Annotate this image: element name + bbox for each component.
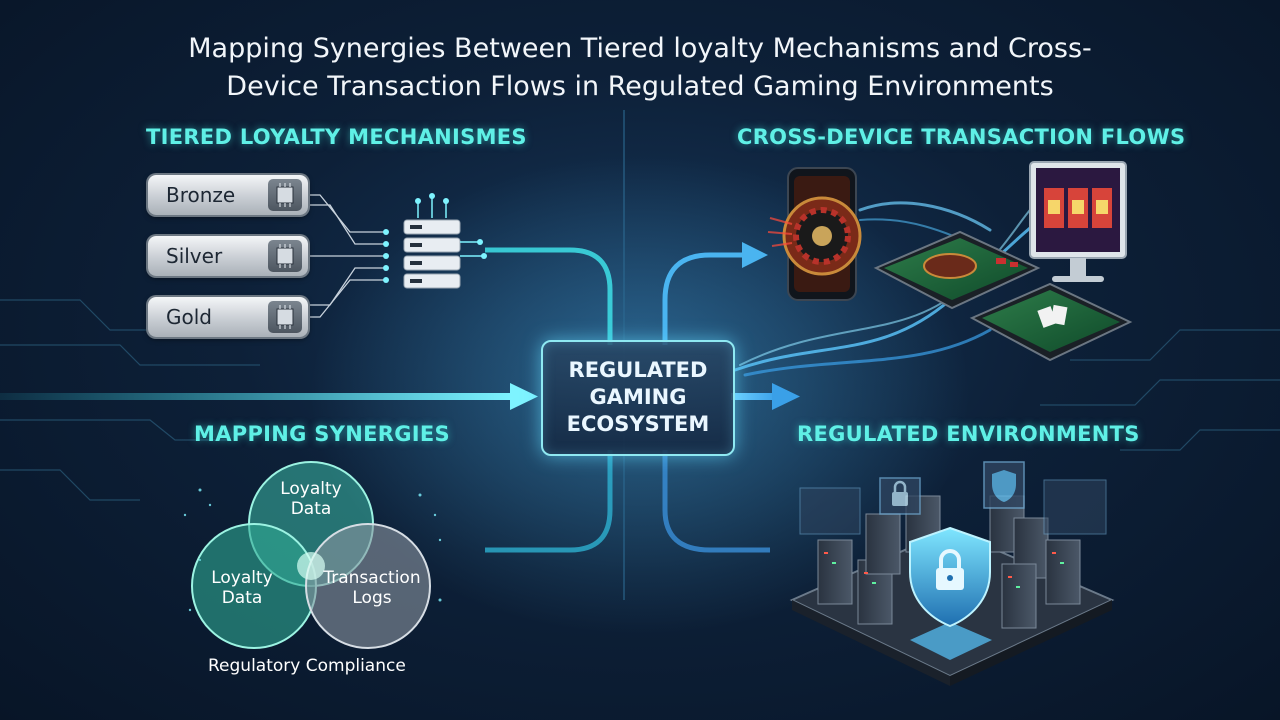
padlock-icon	[879, 477, 921, 515]
title-line-2: Device Transaction Flows in Regulated Ga…	[226, 71, 1054, 102]
venn-circle-right	[305, 523, 431, 649]
venn-label-left: Loyalty Data	[192, 568, 292, 608]
server-racks	[817, 495, 1081, 629]
flow-to-regulated	[662, 450, 770, 553]
section-tiered-loyalty: TIERED LOYALTY MECHANISMES	[146, 125, 527, 149]
glow-pad	[910, 622, 992, 660]
shield-icon-small	[983, 461, 1025, 509]
chip-icon	[268, 301, 302, 333]
tier-gold-label: Gold	[166, 305, 212, 329]
venn-top-line-1: Loyalty	[280, 479, 342, 499]
data-panels	[799, 479, 1107, 535]
flow-from-loyalty	[485, 247, 613, 345]
smartphone-icon	[767, 167, 862, 301]
arrow-head-right	[772, 383, 800, 410]
tier-silver: Silver	[148, 236, 308, 276]
chip-icon	[268, 240, 302, 272]
section-mapping-synergies: MAPPING SYNERGIES	[194, 422, 450, 446]
arrow-head-devices	[742, 242, 768, 268]
shield-lock-icon	[909, 526, 991, 628]
central-ecosystem-node: REGULATED GAMING ECOSYSTEM	[541, 340, 735, 456]
section-regulated-environments: REGULATED ENVIRONMENTS	[797, 422, 1140, 446]
center-line-1: REGULATED	[568, 358, 708, 382]
venn-right-line-1: Transaction	[323, 568, 421, 588]
tablet-poker-icon	[969, 282, 1133, 362]
sparkle-dots	[183, 488, 442, 612]
circuit-lines-right	[1040, 329, 1280, 451]
arrow-head-left	[510, 383, 538, 410]
tier-bronze-label: Bronze	[166, 183, 236, 207]
venn-caption: Regulatory Compliance	[208, 656, 406, 676]
venn-left-line-2: Data	[221, 588, 263, 608]
tier-gold: Gold	[148, 297, 308, 337]
venn-left-line-1: Loyalty	[211, 568, 273, 588]
center-line-2: GAMING	[589, 385, 687, 409]
venn-top-line-2: Data	[290, 499, 332, 519]
center-line-3: ECOSYSTEM	[566, 412, 710, 436]
server-rack-icon	[403, 193, 487, 289]
tier-silver-label: Silver	[166, 244, 223, 268]
venn-label-top: Loyalty Data	[261, 479, 361, 519]
venn-label-right: Transaction Logs	[312, 568, 432, 608]
title-line-1: Mapping Synergies Between Tiered loyalty…	[188, 33, 1092, 64]
tier-connectors	[308, 194, 385, 318]
flow-from-mapping	[485, 450, 613, 553]
tier-bronze: Bronze	[148, 175, 308, 215]
tablet-icon	[873, 230, 1041, 310]
connector-nodes	[383, 229, 389, 283]
chip-icon	[268, 179, 302, 211]
arrow-shaft-right	[731, 393, 777, 400]
venn-intersection	[297, 552, 325, 580]
arrow-shaft-left	[0, 393, 515, 400]
flow-to-devices	[662, 252, 745, 345]
monitor-icon	[1029, 161, 1127, 282]
venn-right-line-2: Logs	[352, 588, 392, 608]
venn-diagram	[191, 461, 431, 649]
section-cross-device: CROSS-DEVICE TRANSACTION FLOWS	[737, 125, 1186, 149]
diagram-title: Mapping Synergies Between Tiered loyalty…	[90, 30, 1190, 106]
